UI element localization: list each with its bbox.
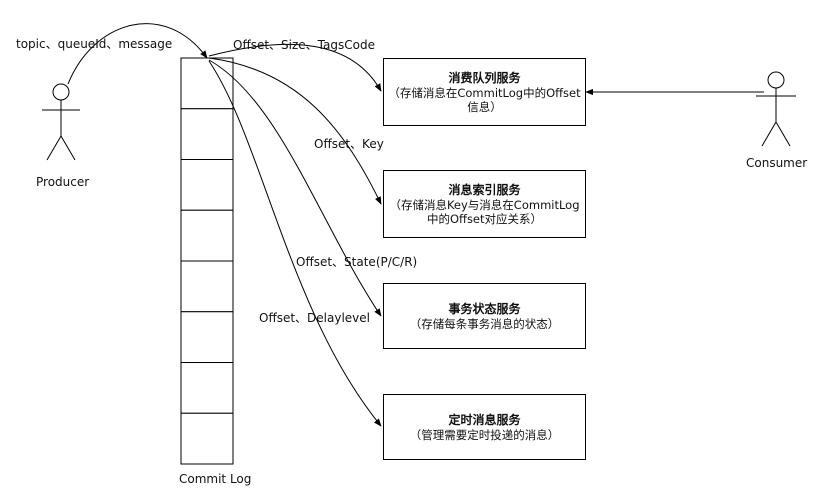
commit-log-label: Commit Log <box>179 472 252 486</box>
edge-label-transaction-state: Offset、State(P/C/R) <box>296 255 418 269</box>
service-desc-line: 中的Offset对应关系） <box>426 211 543 226</box>
scheduled-message-service-box: 定时消息服务 （管理需要定时投递的消息） <box>383 394 586 460</box>
message-index-service-box: 消息索引服务 （存储消息Key与消息在CommitLog 中的Offset对应关… <box>383 170 586 238</box>
commit-log-cell <box>180 362 234 414</box>
producer-label: Producer <box>36 175 90 189</box>
service-desc-line: （管理需要定时投递的消息） <box>409 427 560 442</box>
commit-log-cell <box>180 412 234 465</box>
commitlog-to-message-index-arrow <box>208 57 382 205</box>
producer-message-label: topic、queueId、message <box>16 37 173 51</box>
service-desc-line: （存储消息Key与消息在CommitLog <box>389 197 580 212</box>
commit-log-cell <box>180 260 234 313</box>
commitlog-to-scheduled-message-arrow <box>208 60 382 427</box>
service-desc-line: （存储消息在CommitLog中的Offset <box>388 85 581 100</box>
commit-log-cell <box>180 108 234 160</box>
service-title: 消费队列服务 <box>448 70 521 85</box>
commit-log-column <box>180 57 234 465</box>
commit-log-cell <box>180 57 234 110</box>
service-desc-line: 信息） <box>467 99 502 114</box>
consumer-label: Consumer <box>746 156 808 170</box>
edge-label-scheduled-message: Offset、Delaylevel <box>259 311 371 325</box>
commitlog-to-consume-queue-arrow <box>208 43 382 92</box>
commitlog-to-transaction-state-arrow <box>208 59 382 317</box>
transaction-state-service-box: 事务状态服务 （存储每条事务消息的状态） <box>383 283 586 349</box>
edge-label-message-index: Offset、Key <box>314 137 384 151</box>
edge-label-consume-queue: Offset、Size、TagsCode <box>233 38 375 52</box>
producer-figure-icon <box>42 83 80 161</box>
service-title: 定时消息服务 <box>448 412 521 427</box>
service-title: 事务状态服务 <box>448 301 521 316</box>
service-desc-line: （存储每条事务消息的状态） <box>409 316 560 331</box>
commit-log-cell <box>180 159 234 211</box>
commit-log-cell <box>180 311 234 363</box>
producer-to-commitlog-arrow <box>67 23 208 85</box>
commit-log-cell <box>180 209 234 262</box>
consume-queue-service-box: 消费队列服务 （存储消息在CommitLog中的Offset 信息） <box>383 58 586 126</box>
service-title: 消息索引服务 <box>448 182 521 197</box>
consumer-figure-icon <box>756 71 796 147</box>
